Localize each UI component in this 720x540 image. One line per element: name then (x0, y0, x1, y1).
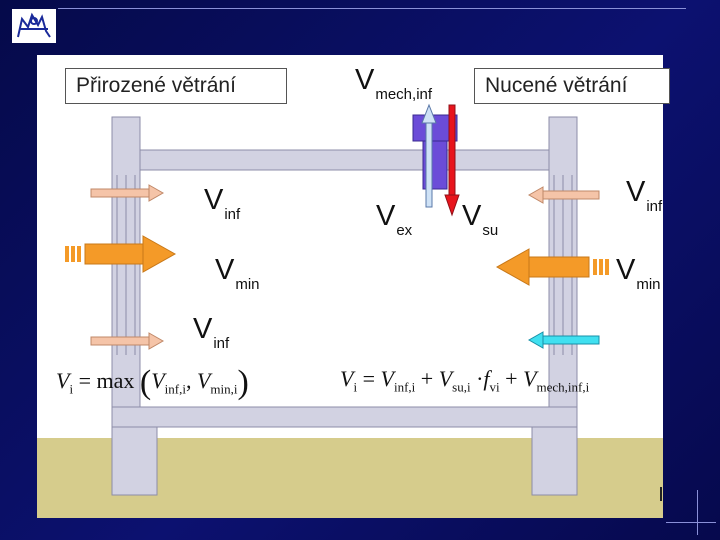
natural-ventilation-title: Přirozené větrání (65, 68, 287, 104)
header-rule (58, 8, 686, 9)
exhaust-arrow (421, 103, 437, 208)
inf-arrow-left-upper (90, 184, 165, 202)
label-v-inf-left-lower: Vinf (193, 313, 230, 352)
university-logo (12, 9, 56, 43)
min-arrow-right (495, 248, 609, 286)
floor-slab (111, 406, 578, 428)
footer-rule (666, 522, 716, 523)
label-v-su: Vsu (462, 200, 499, 239)
label-v-min-right: Vmin (616, 254, 661, 293)
formula-forced: Vi = Vinf,i + Vsu,i ·fvi + Vmech,inf,i (340, 366, 590, 395)
right-foundation (531, 426, 578, 496)
label-v-mech-inf: Vmech,inf (355, 64, 433, 103)
inf-arrow-left-lower (90, 332, 165, 350)
label-v-inf-right: Vinf (626, 176, 663, 215)
diagram-panel (37, 55, 663, 518)
supply-arrow (444, 104, 460, 217)
roof-beam (136, 149, 558, 171)
footer-rule-vertical (697, 490, 698, 535)
min-arrow-left (65, 235, 177, 273)
label-v-inf-left-upper: Vinf (204, 184, 241, 223)
formula-natural: Vi = max (Vinf,i, Vmin,i) (56, 364, 249, 401)
left-foundation (111, 426, 158, 496)
cyan-arrow-right (527, 331, 600, 349)
ventilation-diagram (37, 103, 663, 518)
forced-ventilation-title: Nucené větrání (474, 68, 670, 104)
label-v-ex: Vex (376, 200, 413, 239)
inf-arrow-right (527, 186, 600, 204)
label-v-min-left: Vmin (215, 254, 260, 293)
